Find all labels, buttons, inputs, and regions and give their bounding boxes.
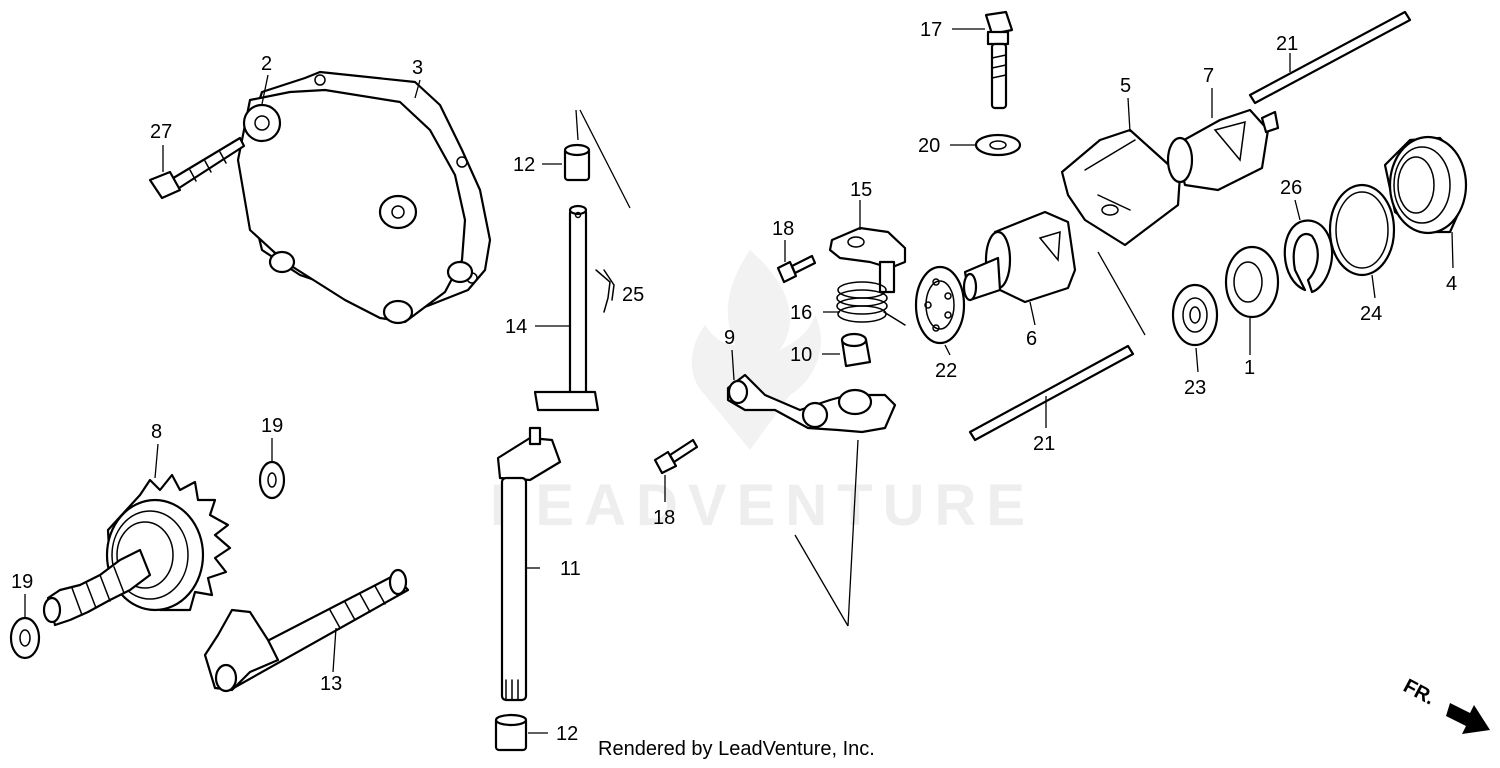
callout-16: 16 xyxy=(790,302,812,324)
callout-1: 1 xyxy=(1244,357,1255,379)
part-19-washer-upper xyxy=(258,460,286,500)
part-7-cam xyxy=(1166,108,1280,192)
part-17-bolt xyxy=(984,10,1014,110)
callout-22: 22 xyxy=(935,360,957,382)
part-8-kick-starter-gear xyxy=(42,473,232,627)
callout-3: 3 xyxy=(412,57,423,79)
part-4-cap xyxy=(1383,135,1468,235)
part-23-bearing xyxy=(1171,283,1219,347)
callout-19b: 19 xyxy=(11,571,33,593)
callout-9: 9 xyxy=(724,327,735,349)
part-19-washer-lower xyxy=(9,616,41,660)
callout-13: 13 xyxy=(320,673,342,695)
part-2-cover xyxy=(236,88,474,325)
callout-12a: 12 xyxy=(513,154,535,176)
callout-6: 6 xyxy=(1026,328,1037,350)
callout-7: 7 xyxy=(1203,65,1214,87)
part-14-shaft xyxy=(533,204,600,412)
part-1-oil-seal xyxy=(1224,245,1280,319)
callout-26: 26 xyxy=(1280,177,1302,199)
front-direction-indicator: FR. xyxy=(1400,675,1490,734)
callout-10: 10 xyxy=(790,344,812,366)
callout-14: 14 xyxy=(505,316,527,338)
part-15-arm xyxy=(828,226,907,294)
part-5-holder xyxy=(1060,128,1182,247)
callout-18a: 18 xyxy=(772,218,794,240)
part-25-clip xyxy=(595,269,615,313)
part-12-lower-bush xyxy=(494,713,528,752)
callout-20: 20 xyxy=(918,135,940,157)
part-16-spring xyxy=(836,281,906,326)
callout-4: 4 xyxy=(1446,273,1457,295)
callout-18b: 18 xyxy=(653,507,675,529)
part-21-rod-lower xyxy=(968,344,1135,442)
callout-17: 17 xyxy=(920,19,942,41)
callout-11: 11 xyxy=(560,558,581,580)
part-21-rod-upper xyxy=(1248,10,1412,105)
part-22-bearing xyxy=(914,265,966,345)
callout-24: 24 xyxy=(1360,303,1382,325)
part-13-spindle xyxy=(203,568,410,693)
part-9-lever xyxy=(726,373,897,434)
callout-2: 2 xyxy=(261,53,272,75)
part-24-o-ring xyxy=(1328,183,1396,277)
part-18-bolt-lower xyxy=(653,438,699,475)
part-20-washer xyxy=(974,133,1022,157)
part-12-upper-bush xyxy=(563,143,591,182)
part-18-bolt-upper xyxy=(776,254,817,284)
part-26-circlip xyxy=(1283,219,1334,294)
callout-8: 8 xyxy=(151,421,162,443)
watermark-text: LEADVENTURE xyxy=(490,473,1035,538)
part-27-bolt xyxy=(148,136,246,200)
callout-12b: 12 xyxy=(556,723,578,745)
callout-5: 5 xyxy=(1120,75,1131,97)
part-6-shift-drum xyxy=(962,210,1077,304)
watermark-flame-logo xyxy=(691,250,821,450)
part-11-shaft xyxy=(496,426,562,702)
leadventure-watermark: LEADVENTURE xyxy=(490,250,1035,538)
callout-21a: 21 xyxy=(1276,33,1298,55)
callout-25: 25 xyxy=(622,284,644,306)
rendered-by-footer: Rendered by LeadVenture, Inc. xyxy=(598,738,875,760)
callout-21b: 21 xyxy=(1033,433,1055,455)
callout-23: 23 xyxy=(1184,377,1206,399)
callout-27: 27 xyxy=(150,121,172,143)
fr-arrow-icon xyxy=(1446,703,1490,734)
callout-19a: 19 xyxy=(261,415,283,437)
fr-label: FR. xyxy=(1400,675,1439,710)
callout-15: 15 xyxy=(850,179,872,201)
part-10-collar xyxy=(840,332,872,368)
